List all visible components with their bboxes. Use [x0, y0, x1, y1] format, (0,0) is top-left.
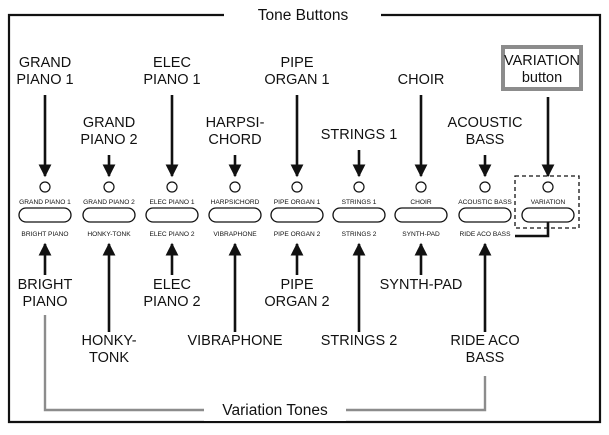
- variation-label-acoustic-bass: RIDE ACO: [450, 333, 519, 349]
- button-top-label-grand-piano-2: GRAND PIANO 2: [83, 199, 135, 206]
- led-indicator-grand-piano-2: [103, 181, 115, 193]
- variation-button-callout: [501, 45, 583, 91]
- button-bottom-label-grand-piano-2: HONKY-TONK: [87, 231, 131, 238]
- variation-label-harpsichord: VIBRAPHONE: [187, 333, 282, 349]
- tone-label-harpsichord: CHORD: [208, 132, 261, 148]
- tone-label-harpsichord: HARPSI-: [206, 115, 265, 131]
- button-bottom-label-pipe-organ-1: PIPE ORGAN 2: [274, 231, 321, 238]
- tone-label-acoustic-bass: ACOUSTIC: [448, 115, 523, 131]
- led-indicator-variation: [542, 181, 554, 193]
- button-top-label-grand-piano-1: GRAND PIANO 1: [19, 199, 71, 206]
- button-key-strings-1[interactable]: [332, 207, 386, 223]
- button-top-label-harpsichord: HARPSICHORD: [211, 199, 260, 206]
- button-top-label-variation: VARIATION: [531, 199, 566, 206]
- button-top-label-strings-1: STRINGS 1: [342, 199, 377, 206]
- tone-label-grand-piano-2: GRAND: [83, 115, 135, 131]
- tone-label-pipe-organ-1: ORGAN 1: [264, 72, 329, 88]
- led-indicator-pipe-organ-1: [291, 181, 303, 193]
- variation-label-strings-1: STRINGS 2: [321, 333, 398, 349]
- tone-label-choir: CHOIR: [398, 72, 445, 88]
- button-bottom-label-elec-piano-1: ELEC PIANO 2: [149, 231, 194, 238]
- variation-label-grand-piano-1: PIANO: [22, 294, 67, 310]
- button-bottom-label-grand-piano-1: BRIGHT PIANO: [21, 231, 68, 238]
- button-top-label-elec-piano-1: ELEC PIANO 1: [149, 199, 194, 206]
- button-key-grand-piano-2[interactable]: [82, 207, 136, 223]
- tone-label-elec-piano-1: PIANO 1: [143, 72, 200, 88]
- button-key-choir[interactable]: [394, 207, 448, 223]
- tone-label-pipe-organ-1: PIPE: [280, 55, 313, 71]
- tone-label-grand-piano-1: PIANO 1: [16, 72, 73, 88]
- button-bottom-label-choir: SYNTH-PAD: [402, 231, 440, 238]
- button-bottom-label-acoustic-bass: RIDE ACO BASS: [460, 231, 512, 238]
- led-indicator-strings-1: [353, 181, 365, 193]
- button-key-pipe-organ-1[interactable]: [270, 207, 324, 223]
- variation-link-line: [515, 222, 550, 238]
- led-indicator-choir: [415, 181, 427, 193]
- tone-label-grand-piano-2: PIANO 2: [80, 132, 137, 148]
- tone-label-acoustic-bass: BASS: [466, 132, 505, 148]
- variation-label-choir: SYNTH-PAD: [380, 277, 463, 293]
- led-indicator-elec-piano-1: [166, 181, 178, 193]
- variation-label-grand-piano-2: TONK: [89, 350, 129, 366]
- footer-title: Variation Tones: [222, 402, 328, 419]
- frame-border: [7, 13, 602, 424]
- variation-label-grand-piano-1: BRIGHT: [18, 277, 73, 293]
- tone-label-strings-1: STRINGS 1: [321, 127, 398, 143]
- variation-button-callout-line-1: VARIATION: [504, 53, 580, 69]
- button-key-harpsichord[interactable]: [208, 207, 262, 223]
- header-title: Tone Buttons: [258, 7, 349, 24]
- button-key-variation[interactable]: [521, 207, 575, 223]
- led-indicator-acoustic-bass: [479, 181, 491, 193]
- tone-button-choir[interactable]: CHOIR CHOIR SYNTH-PAD SYNTH-PAD: [380, 72, 463, 293]
- variation-label-elec-piano-1: PIANO 2: [143, 294, 200, 310]
- variation-label-elec-piano-1: ELEC: [153, 277, 191, 293]
- variation-label-grand-piano-2: HONKY-: [81, 333, 136, 349]
- tone-button-variation[interactable]: VARIATION: [521, 97, 575, 223]
- button-top-label-pipe-organ-1: PIPE ORGAN 1: [274, 199, 321, 206]
- tone-label-elec-piano-1: ELEC: [153, 55, 191, 71]
- tone-label-grand-piano-1: GRAND: [19, 55, 71, 71]
- variation-label-pipe-organ-1: ORGAN 2: [264, 294, 329, 310]
- button-bottom-label-harpsichord: VIBRAPHONE: [213, 231, 257, 238]
- button-bottom-label-strings-1: STRINGS 2: [342, 231, 377, 238]
- button-key-elec-piano-1[interactable]: [145, 207, 199, 223]
- button-top-label-choir: CHOIR: [410, 199, 431, 206]
- variation-label-pipe-organ-1: PIPE: [280, 277, 313, 293]
- led-indicator-harpsichord: [229, 181, 241, 193]
- button-key-grand-piano-1[interactable]: [18, 207, 72, 223]
- tone-button-harpsichord[interactable]: HARPSI-CHORD HARPSICHORD VIBRAPHONE VIBRAPH…: [187, 115, 282, 349]
- button-top-label-acoustic-bass: ACOUSTIC BASS: [458, 199, 512, 206]
- variation-label-acoustic-bass: BASS: [466, 350, 505, 366]
- variation-button-callout-line-2: button: [522, 70, 562, 86]
- button-key-acoustic-bass[interactable]: [458, 207, 512, 223]
- led-indicator-grand-piano-1: [39, 181, 51, 193]
- tone-button-strings-1[interactable]: STRINGS 1 STRINGS 1 STRINGS 2 STRINGS 2: [321, 127, 398, 349]
